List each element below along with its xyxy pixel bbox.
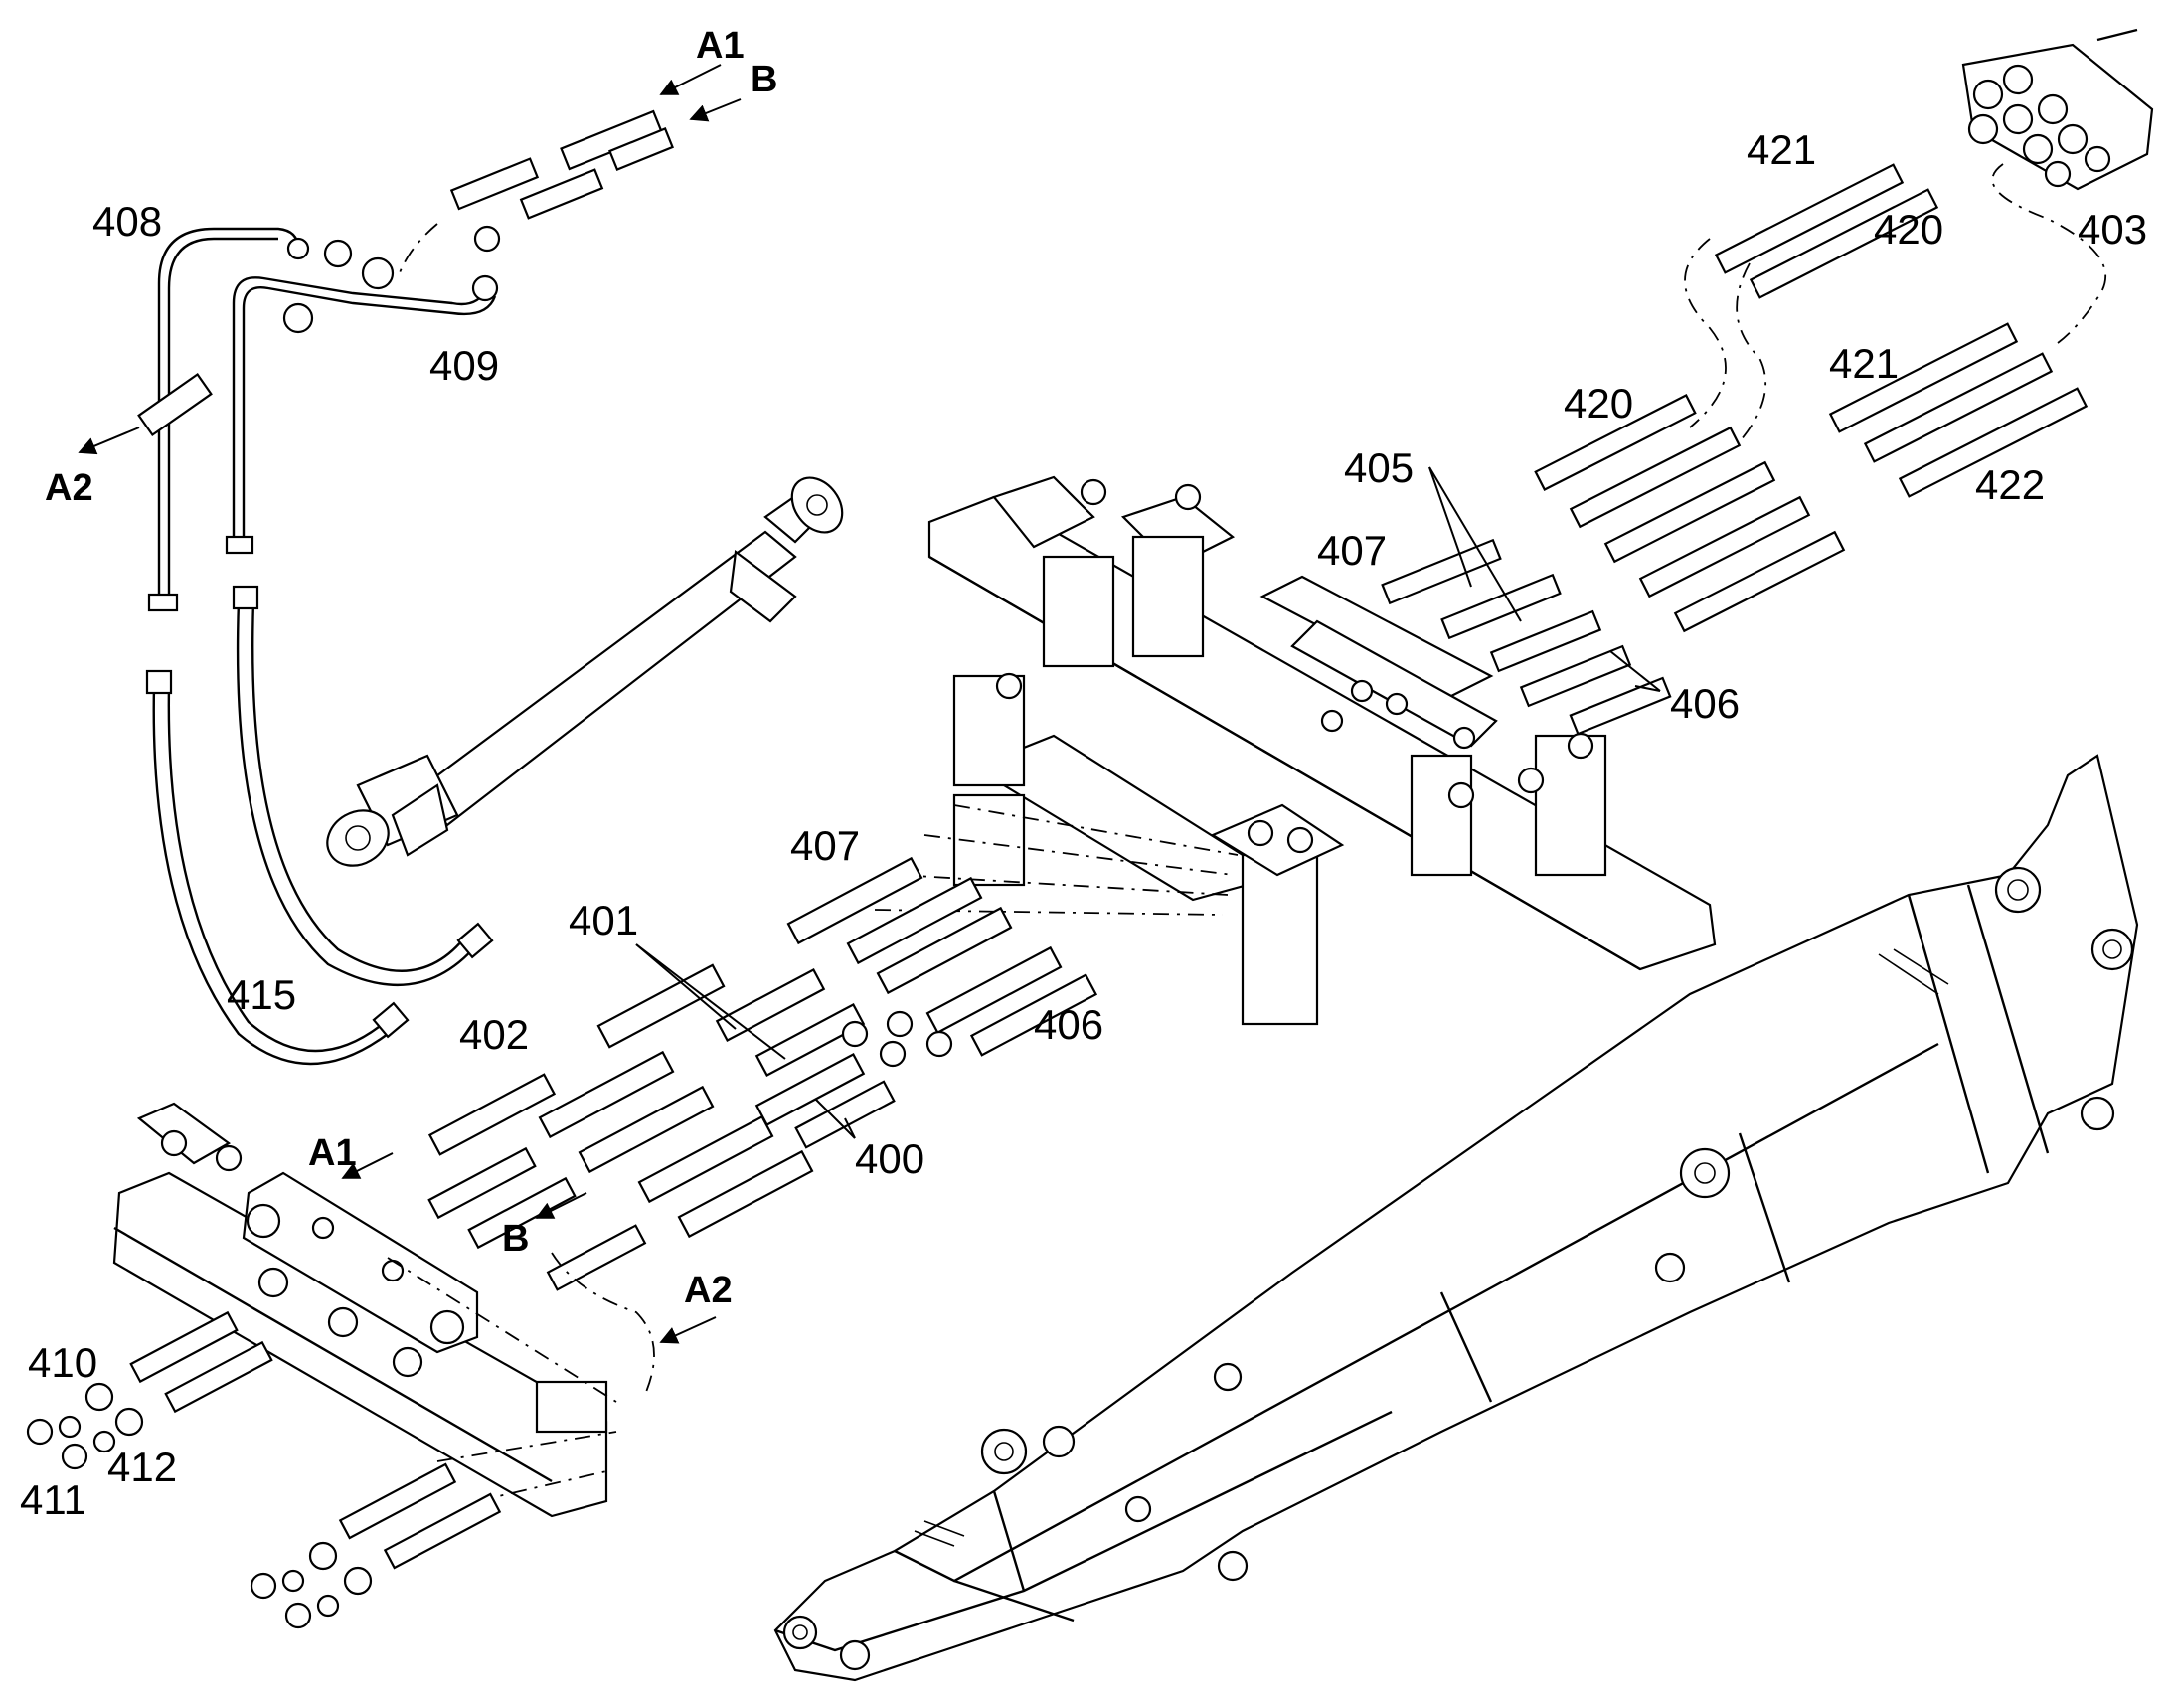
label-412: 412: [107, 1444, 177, 1490]
clamp-rail-middle: [874, 672, 1345, 1026]
label-406-mid: 406: [1034, 1001, 1103, 1048]
connector-labels: A1 B A2 A1 B A2: [45, 25, 777, 1311]
label-422: 422: [1975, 461, 2045, 508]
clamp-rail-top-right: [927, 475, 1717, 971]
label-411: 411: [20, 1476, 86, 1523]
label-402: 402: [459, 1011, 529, 1058]
fasteners-bottom-left: [26, 1310, 502, 1629]
label-408: 408: [92, 198, 162, 245]
valve-block-403: [1961, 28, 2154, 344]
label-420-mid: 420: [1564, 380, 1633, 427]
part-labels: 408 409 421 420 403 421 420 422 405 407 …: [20, 126, 2147, 1523]
hydraulic-cylinder: [326, 476, 844, 867]
label-403: 403: [2078, 206, 2147, 253]
label-410: 410: [28, 1339, 97, 1386]
bracket-bottom-left: [112, 1102, 617, 1518]
leader-lines: [635, 466, 1661, 1139]
bolts-top: [1381, 538, 1672, 736]
label-b-top: B: [751, 59, 777, 100]
label-b-bottom: B: [502, 1218, 529, 1260]
label-a1-top: A1: [696, 25, 745, 67]
label-420-top: 420: [1874, 206, 1943, 253]
label-421-top: 421: [1747, 126, 1816, 173]
connector-arrows-bottom: [341, 1152, 717, 1344]
hoses-top-right: [1534, 163, 2089, 633]
label-421-mid: 421: [1829, 340, 1899, 387]
label-406-top: 406: [1670, 680, 1740, 727]
boom-arm: [773, 754, 2139, 1682]
label-400: 400: [855, 1135, 924, 1182]
hoses-left: [145, 225, 501, 1066]
label-407-mid: 407: [790, 822, 860, 869]
connector-a2-left: [78, 372, 213, 455]
label-a2-bottom: A2: [684, 1270, 733, 1311]
label-415: 415: [227, 971, 296, 1018]
label-a2-left: A2: [45, 467, 93, 509]
label-407-top: 407: [1317, 527, 1387, 574]
middle-fittings: [427, 856, 1098, 1393]
label-405: 405: [1344, 444, 1414, 491]
label-401: 401: [569, 897, 638, 943]
label-a1-bottom: A1: [308, 1132, 357, 1174]
connector-pipes-top: [397, 64, 742, 279]
label-409: 409: [429, 342, 499, 389]
